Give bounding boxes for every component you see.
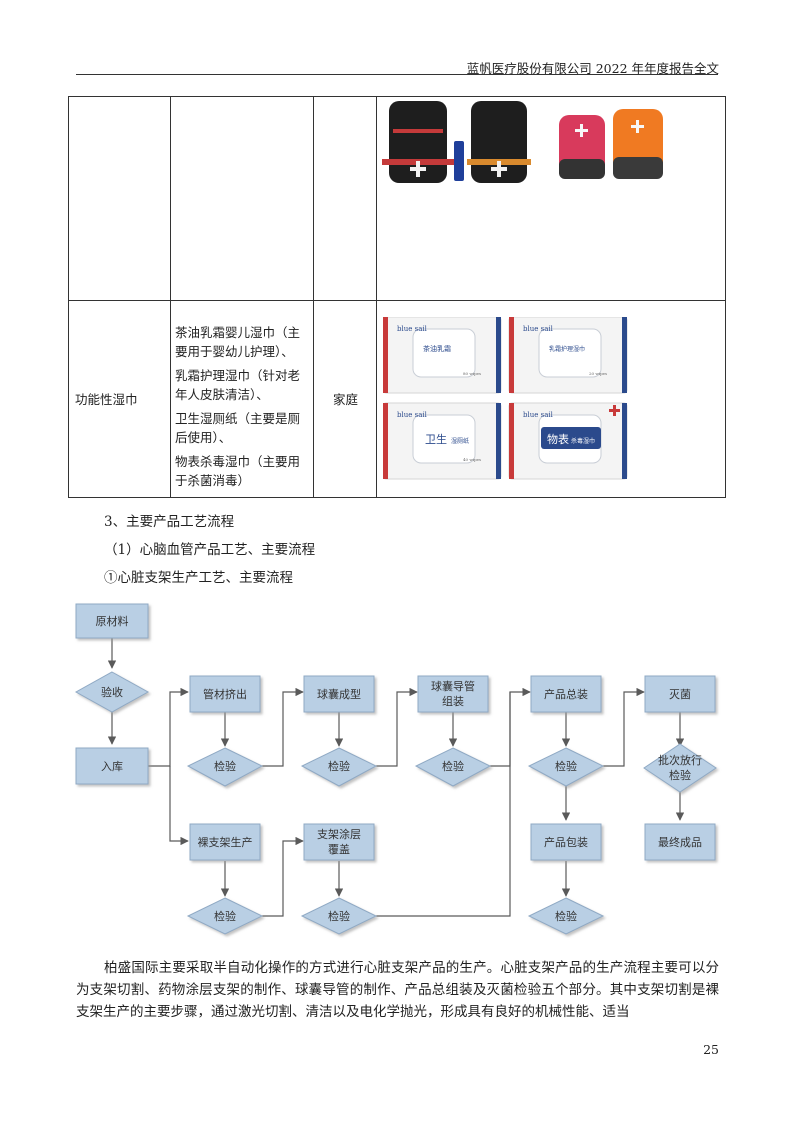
flow-box: [644, 823, 716, 861]
wipes-image: blue sail 茶油乳霜 80 wipes blue sail 乳霜护理湿巾…: [383, 317, 628, 480]
flow-batch-release-2: 检验: [669, 768, 691, 782]
section-heading: 3、主要产品工艺流程: [104, 514, 235, 530]
flow-inspection: 检验: [555, 759, 577, 773]
flow-packaging: 产品包装: [544, 835, 588, 849]
flow-inspection: 检验: [214, 909, 236, 923]
product-line: 后使用）、: [175, 430, 232, 445]
category-cell: 功能性湿巾: [75, 392, 138, 407]
wipe-brand: blue sail: [397, 325, 428, 333]
product-line: 茶油乳霜婴儿湿巾（主: [175, 325, 301, 340]
flow-bare-stent: 裸支架生产: [198, 835, 253, 849]
flow-inspection: 检验: [214, 759, 236, 773]
flow-box: [303, 675, 375, 713]
flow-diamond: [527, 747, 605, 787]
flow-diamond: [643, 743, 717, 793]
wipe-sub: 杀毒湿巾: [571, 437, 595, 445]
flow-balloon-catheter-2: 组装: [442, 694, 464, 708]
flow-final-product: 最终成品: [658, 835, 702, 849]
wipe-label: 卫生: [425, 432, 447, 446]
product-table: 功能性湿巾 茶油乳霜婴儿湿巾（主 要用于婴幼儿护理）、 乳霜护理湿巾（针对老 年…: [68, 96, 726, 498]
table-col-divider: [376, 97, 377, 497]
flow-box: [189, 823, 261, 861]
flow-raw-material: 原材料: [96, 614, 129, 628]
flow-box: [530, 823, 602, 861]
product-line: 乳霜护理湿巾（针对老: [175, 368, 301, 383]
flow-coating: 支架涂层: [317, 827, 361, 841]
flow-balloon-forming: 球囊成型: [317, 687, 361, 701]
flow-diamond: [527, 897, 605, 935]
body-paragraph: 柏盛国际主要采取半自动化操作的方式进行心脏支架产品的生产。心脏支架产品的生产流程…: [76, 960, 719, 1020]
wipe-brand: blue sail: [523, 411, 554, 419]
subsection-heading: （1）心脑血管产品工艺、主要流程: [104, 542, 316, 558]
wipe-brand: blue sail: [397, 411, 428, 419]
flow-diamond: [186, 747, 264, 787]
flow-inspection: 检验: [328, 759, 350, 773]
flow-warehouse: 入库: [101, 760, 123, 773]
flow-box: [75, 603, 149, 639]
wipe-count: 80 wipes: [463, 371, 481, 376]
flow-diamond: [186, 897, 264, 935]
table-row-divider: [69, 300, 725, 301]
product-line: 要用于婴幼儿护理）、: [175, 344, 294, 359]
flow-inspection: 检验: [442, 759, 464, 773]
product-line: 于杀菌消毒）: [175, 473, 251, 488]
wipe-label: 茶油乳霜: [423, 344, 451, 353]
flow-box: [303, 823, 375, 861]
flow-diamond: [414, 747, 492, 787]
flow-box: [75, 747, 149, 785]
flow-diamond: [74, 671, 150, 713]
header-divider: [76, 74, 718, 75]
flow-balloon-catheter: 球囊导管: [431, 679, 475, 693]
product-line: 年人皮肤清洁）、: [175, 387, 269, 402]
table-col-divider: [170, 97, 171, 497]
flow-inspection: 检验: [328, 909, 350, 923]
flow-acceptance: 验收: [101, 685, 123, 699]
flow-final-assembly: 产品总装: [544, 687, 588, 701]
wipe-label: 物表: [547, 432, 569, 446]
products-cell: 茶油乳霜婴儿湿巾（主 要用于婴幼儿护理）、 乳霜护理湿巾（针对老 年人皮肤清洁）…: [175, 323, 311, 490]
wipe-sub: 湿厕纸: [451, 437, 469, 445]
table-col-divider: [313, 97, 314, 497]
subsubsection-heading: ①心脏支架生产工艺、主要流程: [104, 570, 293, 586]
flow-diamond: [300, 897, 378, 935]
wipe-count: 40 wipes: [463, 457, 481, 462]
flow-box: [530, 675, 602, 713]
backpacks-image: [382, 101, 663, 183]
wipe-count: 20 wipes: [589, 371, 607, 376]
flow-batch-release: 批次放行: [658, 753, 702, 767]
flow-box: [189, 675, 261, 713]
flow-inspection: 检验: [555, 909, 577, 923]
flow-tube-extrusion: 管材挤出: [203, 687, 247, 701]
stent-process-flowchart: 原材料 验收 入库 管材挤出 球囊成型 球囊导管 组装 产品总装 灭菌 检验 检…: [74, 603, 717, 935]
flow-box: [417, 675, 489, 713]
usage-cell: 家庭: [333, 392, 359, 407]
flow-coating-2: 覆盖: [328, 842, 350, 856]
product-line: 卫生湿厕纸（主要是厕: [175, 411, 301, 426]
product-line: 物表杀毒湿巾（主要用: [175, 454, 301, 469]
wipe-label: 乳霜护理湿巾: [549, 345, 585, 353]
flow-box: [644, 675, 716, 713]
flow-sterilization: 灭菌: [669, 688, 691, 701]
page-number: 25: [703, 1042, 719, 1057]
wipe-brand: blue sail: [523, 325, 554, 333]
page-header-title: 蓝帆医疗股份有限公司 2022 年年度报告全文: [466, 61, 719, 76]
flow-diamond: [300, 747, 378, 787]
